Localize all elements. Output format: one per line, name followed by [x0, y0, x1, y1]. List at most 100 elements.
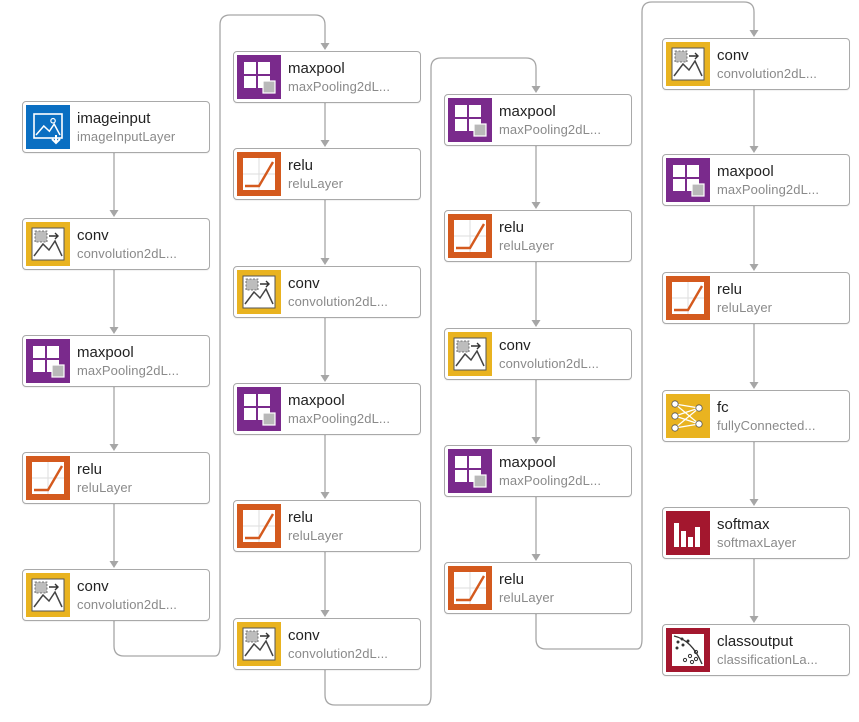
layer-type: convolution2dL...	[499, 356, 599, 371]
relu-icon	[448, 214, 492, 258]
connector-arrow	[109, 210, 119, 217]
layer-name: fc	[717, 399, 729, 416]
maxpool-icon	[448, 449, 492, 493]
convolution-icon	[666, 42, 710, 86]
layer-type: convolution2dL...	[77, 597, 177, 612]
connector-line-wrap	[324, 57, 537, 706]
layer-type: convolution2dL...	[717, 66, 817, 81]
layer-name: conv	[77, 227, 109, 244]
layer-name: conv	[77, 578, 109, 595]
layer-node-21[interactable]: softmax softmaxLayer	[662, 507, 850, 559]
layer-name: conv	[499, 337, 531, 354]
layer-node-16[interactable]: relu reluLayer	[444, 562, 632, 614]
layer-name: maxpool	[499, 103, 556, 120]
connector-arrow	[749, 616, 759, 623]
connector-arrow	[749, 264, 759, 271]
layer-type: convolution2dL...	[288, 646, 388, 661]
layer-name: relu	[288, 509, 314, 526]
relu-icon	[448, 566, 492, 610]
relu-icon	[26, 456, 70, 500]
connector-arrow	[320, 375, 330, 382]
layer-type: softmaxLayer	[717, 535, 797, 550]
relu-icon	[666, 276, 710, 320]
layer-node-1[interactable]: imageinput imageInputLayer	[22, 101, 210, 153]
layer-name: classoutput	[717, 633, 793, 650]
layer-name: relu	[499, 571, 525, 588]
connector-arrow	[320, 43, 330, 50]
connector-arrow	[749, 146, 759, 153]
layer-node-18[interactable]: maxpool maxPooling2dL...	[662, 154, 850, 206]
layer-node-10[interactable]: relu reluLayer	[233, 500, 421, 552]
connector-arrow	[320, 258, 330, 265]
convolution-icon	[448, 332, 492, 376]
connector-arrow	[749, 499, 759, 506]
layer-type: reluLayer	[499, 590, 555, 605]
layer-node-22[interactable]: classoutput classificationLa...	[662, 624, 850, 676]
layer-name: maxpool	[77, 344, 134, 361]
layer-name: relu	[499, 219, 525, 236]
layer-name: imageinput	[77, 110, 151, 127]
softmax-icon	[666, 511, 710, 555]
layer-name: maxpool	[288, 392, 345, 409]
relu-icon	[237, 152, 281, 196]
layer-node-5[interactable]: conv convolution2dL...	[22, 569, 210, 621]
maxpool-icon	[26, 339, 70, 383]
connector-line-wrap	[535, 1, 755, 650]
layer-type: maxPooling2dL...	[717, 182, 820, 197]
layer-type: reluLayer	[288, 176, 344, 191]
layer-name: conv	[717, 47, 749, 64]
layer-name: softmax	[717, 516, 770, 533]
layer-type: maxPooling2dL...	[288, 79, 391, 94]
connector-arrow	[109, 561, 119, 568]
connector-arrow	[320, 610, 330, 617]
connector-arrow	[109, 444, 119, 451]
connector-arrow	[531, 554, 541, 561]
connector-arrow	[749, 382, 759, 389]
layer-node-13[interactable]: relu reluLayer	[444, 210, 632, 262]
classification-output-icon	[666, 628, 710, 672]
layer-node-9[interactable]: maxpool maxPooling2dL...	[233, 383, 421, 435]
connector-arrow	[749, 30, 759, 37]
layer-type: reluLayer	[717, 300, 773, 315]
connector-arrow	[531, 437, 541, 444]
layer-name: relu	[717, 281, 743, 298]
layer-type: reluLayer	[499, 238, 555, 253]
layer-name: conv	[288, 275, 320, 292]
layer-node-12[interactable]: maxpool maxPooling2dL...	[444, 94, 632, 146]
layer-type: classificationLa...	[717, 652, 818, 667]
maxpool-icon	[237, 55, 281, 99]
layer-node-19[interactable]: relu reluLayer	[662, 272, 850, 324]
layer-node-20[interactable]: fc fullyConnected...	[662, 390, 850, 442]
layer-type: imageInputLayer	[77, 129, 176, 144]
connector-arrow	[320, 492, 330, 499]
layer-type: fullyConnected...	[717, 418, 816, 433]
convolution-icon	[237, 622, 281, 666]
layer-node-14[interactable]: conv convolution2dL...	[444, 328, 632, 380]
fully-connected-icon	[666, 394, 710, 438]
layer-name: maxpool	[717, 163, 774, 180]
maxpool-icon	[448, 98, 492, 142]
maxpool-icon	[666, 158, 710, 202]
relu-icon	[237, 504, 281, 548]
layer-type: maxPooling2dL...	[499, 122, 602, 137]
layer-node-6[interactable]: maxpool maxPooling2dL...	[233, 51, 421, 103]
layer-node-17[interactable]: conv convolution2dL...	[662, 38, 850, 90]
layer-type: maxPooling2dL...	[499, 473, 602, 488]
connector-arrow	[531, 320, 541, 327]
layer-name: relu	[288, 157, 314, 174]
convolution-icon	[237, 270, 281, 314]
layer-type: maxPooling2dL...	[288, 411, 391, 426]
connector-arrow	[531, 86, 541, 93]
layer-name: relu	[77, 461, 103, 478]
layer-node-3[interactable]: maxpool maxPooling2dL...	[22, 335, 210, 387]
layer-type: reluLayer	[288, 528, 344, 543]
layer-name: maxpool	[288, 60, 345, 77]
layer-type: maxPooling2dL...	[77, 363, 180, 378]
layer-node-7[interactable]: relu reluLayer	[233, 148, 421, 200]
